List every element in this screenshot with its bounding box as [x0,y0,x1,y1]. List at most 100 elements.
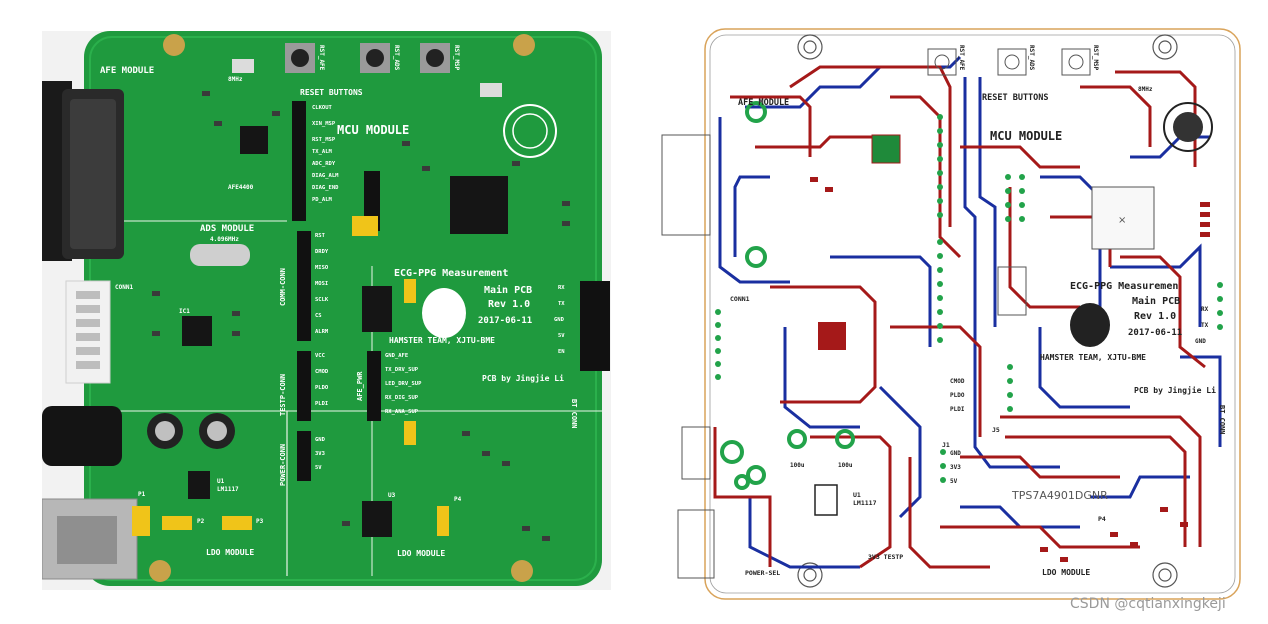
svg-text:DIAG_ALM: DIAG_ALM [312,173,339,179]
ic-ads1292 [182,316,212,346]
svg-text:RX: RX [1201,306,1209,313]
svg-text:3V3: 3V3 [950,464,961,471]
lay-rst-afe: RST_AFE [958,45,965,71]
lay-bt-conn: BT CONN [1218,405,1226,435]
label-testp-conn: TESTP-CONN [279,374,287,416]
lay-pins-bt: RX TX GND [1195,306,1209,345]
pins-testp: VCC CMOD PLDO PLDI [315,353,329,407]
lay-pins-testp: CMOD PLDO PLDI [950,378,965,413]
hamster-logo [422,288,466,338]
lay-u1: U1 [853,491,861,499]
ic-eeprom [362,286,392,332]
pins-afe-pwr: GND_AFE TX_DRV_SUP LED_DRV_SUP RX_DIG_SU… [385,353,422,415]
svg-text:TX: TX [1201,322,1209,329]
svg-text:DRDY: DRDY [315,249,329,255]
pins-mcu-left: CLKOUT XIN_MSP RST_MSP TX_ALM ADC_RDY DI… [312,105,339,203]
crystal-ads [190,244,250,266]
label-title-line2: Main PCB [484,284,532,296]
lay-cap1: 100u [790,462,805,469]
lay-power-sel: POWER-SEL [745,569,780,577]
crystal-y3 [480,83,502,97]
pcb-photo-canvas: AFE MODULE RESET BUTTONS RST_AFE RST_ADS… [42,31,610,586]
label-afe-pwr: AFE_PWR [356,371,364,401]
svg-text:ADC_RDY: ADC_RDY [312,161,336,167]
lay-title-line1: ECG-PPG Measuremen [1070,281,1178,292]
label-p1: P1 [138,491,146,498]
lay-rst-msp: RST_MSP [1092,45,1099,71]
usb-outline [677,509,715,579]
standoff-top-right [513,34,535,56]
jumper-uart [352,216,378,236]
pcb-layout-canvas: × AFE MODULE RESET BUTTONS RST_AFE RST_A… [661,28,1241,600]
svg-text:GND: GND [950,450,961,457]
label-date: 2017-06-11 [478,316,532,326]
standoff-top-left [163,34,185,56]
svg-text:CLKOUT: CLKOUT [312,105,333,111]
label-afe-module: AFE MODULE [100,66,154,76]
svg-text:5V: 5V [558,333,565,339]
jumper-p2 [162,516,192,530]
label-rst-msp: RST_MSP [453,45,460,71]
label-ads-module: ADS MODULE [200,224,254,234]
jumper-mid [404,279,416,303]
ic-msp430 [450,176,508,234]
label-team: HAMSTER TEAM, XJTU-BME [389,336,495,345]
label-title-line1: ECG-PPG Measurement [394,268,508,279]
svg-text:GND_AFE: GND_AFE [385,353,408,359]
lay-j1: J1 [942,441,950,449]
label-rst-ads: RST_ADS [393,45,400,71]
xjtu-emblem [1163,102,1213,152]
label-rst-afe: RST_AFE [318,45,325,71]
header-bt [580,281,610,371]
footprint-reset-buttons [927,48,1091,76]
board-outline [704,28,1241,600]
label-p4: P4 [454,496,462,503]
label-comm-conn: COMM-CONN [279,268,287,306]
svg-text:DIAG_END: DIAG_END [312,185,339,191]
pins-bt: RX TX GND 5V EN [554,285,565,355]
red-traces [713,65,1206,569]
lay-team: HAMSTER TEAM, XJTU-BME [1040,353,1146,362]
watermark: CSDN @cqtianxingkeji [1070,596,1226,612]
footprint-ads1292 [818,322,846,350]
label-u1: U1 [217,478,225,485]
header-comm [297,231,311,341]
label-bt-conn: BT CONN [570,399,578,429]
lay-part-no: TPS7A4901DGNR [1011,489,1108,502]
svg-text:CS: CS [315,313,322,319]
label-power-conn: POWER-CONN [279,444,287,486]
lay-3v3-testp: 3V3 TESTP [868,553,903,561]
pins-power: GND 3V3 5V [315,437,326,471]
svg-text:RST: RST [315,233,326,239]
pads-large [720,101,855,490]
label-p3: P3 [256,518,264,525]
svg-text:RX: RX [558,285,565,291]
svg-text:GND: GND [1195,338,1206,345]
svg-text:5V: 5V [950,478,958,485]
lay-lm1117: LM1117 [853,499,877,507]
label-lm1117: LM1117 [217,486,239,493]
label-conn1: CONN1 [115,284,133,291]
svg-text:CMOD: CMOD [315,369,329,375]
pcb-layout: × AFE MODULE RESET BUTTONS RST_AFE RST_A… [660,27,1242,602]
jumper-p4 [437,506,449,536]
standoff-bottom-left [149,560,171,582]
svg-text:TX_ALM: TX_ALM [312,149,333,155]
footprint-msp430 [1091,186,1155,250]
lay-p4: P4 [1098,515,1106,523]
dcjack-outline [681,426,711,480]
crystal-y2 [232,59,254,73]
svg-text:×: × [1118,215,1126,226]
hamster-logo [1070,303,1110,347]
svg-text:RST_MSP: RST_MSP [312,137,336,143]
header-afe-pwr [367,351,381,421]
header-power [297,431,311,481]
jumper-p1 [132,506,150,536]
lay-afe-module: AFE MODULE [738,98,789,108]
svg-text:PD_ALM: PD_ALM [312,197,333,203]
header-testp [297,351,311,421]
xjtu-emblem [503,104,557,158]
svg-text:VCC: VCC [315,353,325,359]
svg-text:TX: TX [558,301,565,307]
label-pcb-by: PCB by Jingjie Li [482,373,564,383]
